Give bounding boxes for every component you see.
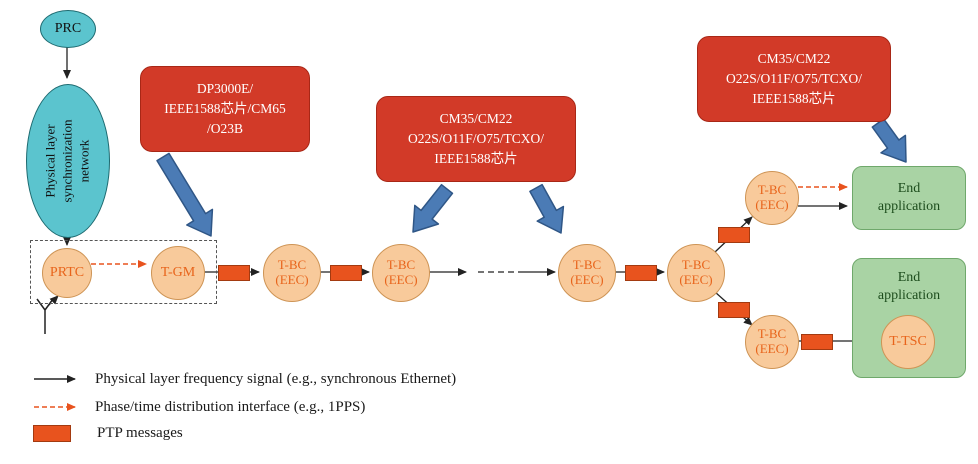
callout3-line1: CM35/CM22 xyxy=(757,50,831,66)
end1-line1: End xyxy=(897,180,921,196)
tbc4-sublabel: (EEC) xyxy=(679,272,713,287)
sync-network-node: Physical layer synchronization network xyxy=(26,84,110,238)
tbc-node-6: T-BC (EEC) xyxy=(745,315,799,369)
tbc5-label: T-BC xyxy=(757,182,787,198)
callout-cm35-2: CM35/CM22 O22S/O11F/O75/TCXO/ IEEE1588芯片 xyxy=(697,36,891,122)
blue-arrow-callout1 xyxy=(156,152,214,237)
callout2-line2: O22S/O11F/O75/TCXO/ xyxy=(407,130,544,146)
tbc5-sublabel: (EEC) xyxy=(755,197,789,212)
orange-dashed-arrow-icon xyxy=(34,403,76,411)
tbc2-sublabel: (EEC) xyxy=(384,272,418,287)
tbc3-label: T-BC xyxy=(572,257,602,273)
prtc-node: PRTC xyxy=(42,248,92,298)
legend-ptp-label: PTP messages xyxy=(97,424,183,441)
callout-cm35-1: CM35/CM22 O22S/O11F/O75/TCXO/ IEEE1588芯片 xyxy=(376,96,576,182)
callout2-line3: IEEE1588芯片 xyxy=(434,151,518,167)
tbc2-label: T-BC xyxy=(386,257,416,273)
ptp-message-rect-5 xyxy=(718,302,750,318)
blue-arrow-callout3 xyxy=(871,118,907,163)
callout1-line2: IEEE1588芯片/CM65 xyxy=(164,100,286,116)
callout1-line3: /O23B xyxy=(206,121,243,137)
tgm-node: T-GM xyxy=(151,246,205,300)
tbc-node-4: T-BC (EEC) xyxy=(667,244,725,302)
tbc1-sublabel: (EEC) xyxy=(275,272,309,287)
prtc-label: PRTC xyxy=(49,265,85,281)
legend-phase-label: Phase/time distribution interface (e.g.,… xyxy=(95,398,366,415)
tbc3-sublabel: (EEC) xyxy=(570,272,604,287)
sync-network-label: Physical layer synchronization network xyxy=(43,86,94,236)
legend-item-ptp: PTP messages xyxy=(33,424,183,442)
prc-node: PRC xyxy=(40,10,96,48)
prtc-tgm-dashed-group xyxy=(30,240,217,304)
tbc4-label: T-BC xyxy=(681,257,711,273)
end1-line2: application xyxy=(877,199,941,214)
dashed-antenna-link xyxy=(47,295,59,307)
ptp-rect-icon xyxy=(33,424,71,442)
prc-label: PRC xyxy=(54,21,82,36)
tbc6-label: T-BC xyxy=(757,326,787,342)
ttsc-node: T-TSC xyxy=(881,315,935,369)
legend-item-phase: Phase/time distribution interface (e.g.,… xyxy=(33,398,365,416)
end2-line2: application xyxy=(877,288,941,304)
callout-dp3000e: DP3000E/ IEEE1588芯片/CM65 /O23B xyxy=(140,66,310,152)
legend-frequency-label: Physical layer frequency signal (e.g., s… xyxy=(95,370,457,387)
ptp-message-rect-3 xyxy=(625,265,657,281)
ptp-message-rect-4 xyxy=(718,227,750,243)
tbc-node-1: T-BC (EEC) xyxy=(263,244,321,302)
callout3-line2: O22S/O11F/O75/TCXO/ xyxy=(725,70,862,86)
tbc-node-5: T-BC (EEC) xyxy=(745,171,799,225)
ptp-message-rect-2 xyxy=(330,265,362,281)
callout3-line3: IEEE1588芯片 xyxy=(752,91,836,107)
black-arrow-icon xyxy=(34,375,76,383)
tbc-node-3: T-BC (EEC) xyxy=(558,244,616,302)
ttsc-label: T-TSC xyxy=(889,334,927,350)
blue-arrow-callout2-right xyxy=(529,183,565,234)
antenna-icon xyxy=(36,298,54,334)
sync-line2: synchronization xyxy=(59,119,75,203)
callout1-line1: DP3000E/ xyxy=(196,80,254,96)
sync-line3: network xyxy=(76,139,92,183)
sync-line1: Physical layer xyxy=(42,124,58,198)
tbc-node-2: T-BC (EEC) xyxy=(372,244,430,302)
ptp-message-rect-6 xyxy=(801,334,833,350)
end-application-box-1: End application xyxy=(852,166,966,230)
tgm-label: T-GM xyxy=(160,265,196,281)
callout2-line1: CM35/CM22 xyxy=(439,110,513,126)
legend-item-frequency: Physical layer frequency signal (e.g., s… xyxy=(33,370,456,388)
tbc6-sublabel: (EEC) xyxy=(755,341,789,356)
blue-arrow-callout2-left xyxy=(412,183,454,233)
tbc1-label: T-BC xyxy=(277,257,307,273)
ptp-message-rect-1 xyxy=(218,265,250,281)
end2-line1: End xyxy=(897,270,921,285)
